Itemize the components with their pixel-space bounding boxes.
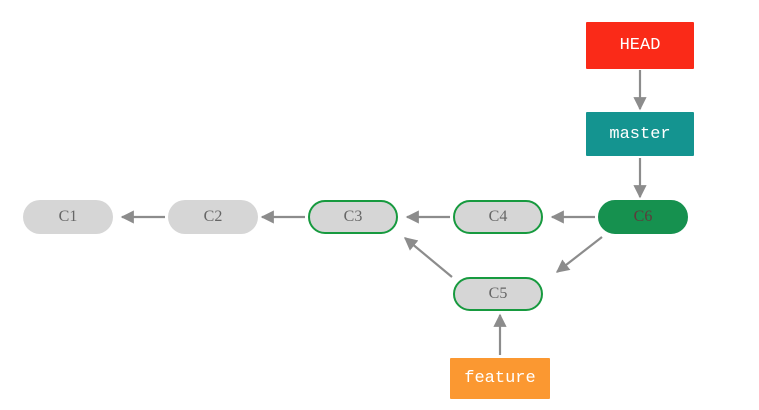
edge-c6-c5 [555,236,603,273]
branch-box-feature[interactable]: feature [450,358,550,399]
commit-node-c1[interactable]: C1 [23,200,113,234]
commit-node-c4[interactable]: C4 [453,200,543,234]
head-pointer-box[interactable]: HEAD [586,22,694,69]
commit-label: C6 [633,208,653,225]
branch-label: master [609,124,671,144]
commit-node-c6[interactable]: C6 [598,200,688,234]
commit-label: C3 [343,208,363,225]
commit-label: C2 [203,208,223,225]
branch-label: feature [464,369,536,388]
commit-label: C4 [488,208,508,225]
branch-box-master[interactable]: master [586,112,694,156]
commit-node-c3[interactable]: C3 [308,200,398,234]
commit-node-c5[interactable]: C5 [453,277,543,311]
head-label: HEAD [619,36,661,55]
edge-c5-c3 [403,237,453,278]
commit-label: C5 [488,285,508,302]
commit-node-c2[interactable]: C2 [168,200,258,234]
commit-label: C1 [58,208,78,225]
